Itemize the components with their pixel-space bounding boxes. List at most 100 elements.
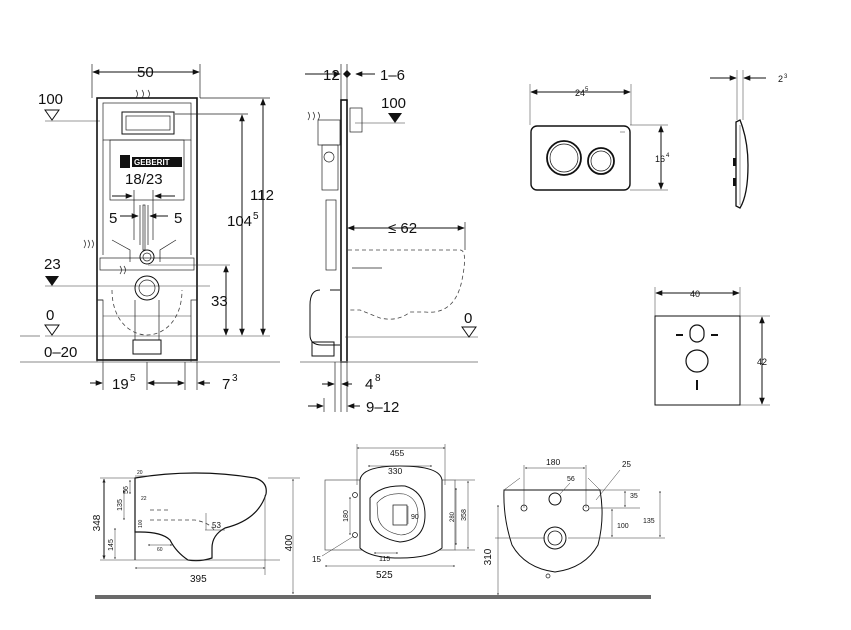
dim-53: 53: [212, 521, 221, 530]
bowl-side-view: 348 145 135 56 20 22 100 60 53 395 400: [92, 470, 300, 595]
dim-135-label: 135: [117, 499, 124, 511]
plate-height-sup: 4: [666, 153, 670, 159]
level-0-label: 0: [46, 307, 54, 324]
pad-drain-hole: [685, 349, 709, 373]
pad-flush-hole: [689, 324, 705, 343]
flush-button-large-ring: [549, 143, 579, 173]
drain-connector-inner: [138, 279, 156, 297]
flush-pipe-side: [325, 199, 337, 271]
dim-small-22: 22: [141, 496, 147, 502]
flush-plate-profile: [735, 119, 749, 209]
dim-height-112-label: 112: [250, 187, 274, 204]
dim-135-label: 135: [643, 518, 655, 525]
dim-525-label: 525: [376, 570, 393, 581]
frame-side-view: 12 1–6 100 ≤ 62 0 4 8: [300, 64, 478, 416]
flush-plate-side: 2 3: [710, 70, 788, 209]
leg-right: [190, 299, 198, 363]
level-marker-open: [44, 324, 60, 336]
water-inlet-icon: [135, 89, 150, 99]
flush-button-small: [587, 147, 615, 175]
bowl-rear-view: 180 56 25 35 100 135 310: [483, 457, 665, 596]
dim-small-60: 60: [157, 547, 163, 553]
geberit-logo: GEBERIT: [120, 155, 182, 168]
flush-opening: [121, 111, 175, 135]
plate-width-sup: 5: [585, 87, 589, 93]
dim-100-label: 100: [617, 523, 629, 530]
dim-395-label: 395: [190, 574, 207, 585]
water-icon: [307, 111, 320, 121]
extension-line: [587, 477, 601, 491]
dim-348-label: 348: [92, 514, 103, 531]
dim-455-label: 455: [390, 448, 404, 458]
dim-15-label: 15: [312, 555, 321, 564]
drain-bend-side: [309, 289, 340, 346]
dim-115-label: 115: [379, 556, 390, 563]
cistern-side-body: [321, 144, 339, 191]
dim-1-6: 1–6: [380, 67, 405, 84]
drain-elbow-side: [311, 341, 335, 357]
rear-drain-inner: [547, 530, 563, 546]
dim-19-5-sup: 5: [130, 373, 136, 384]
dim-width-50: 50: [137, 64, 154, 81]
dim-330-label: 330: [388, 466, 402, 476]
range-0-20: 0–20: [44, 344, 77, 361]
dim-max-62-label: ≤ 62: [388, 220, 417, 237]
water-icon: [119, 265, 126, 275]
dim-400-label: 400: [284, 534, 295, 551]
dim-pipe-spacing: 18/23: [125, 171, 163, 188]
dim-7-3: 7: [222, 376, 230, 393]
valve: [323, 151, 335, 163]
pad-height: 42: [757, 357, 767, 367]
flush-opening-inner: [125, 115, 171, 131]
level-23-label: 23: [44, 256, 61, 273]
frame-side-profile: [340, 99, 348, 363]
bowl-top-view: 455 330 358 280 180 90 115 525 15: [312, 444, 475, 581]
flush-plate-front: 24 5 16 4: [529, 84, 670, 191]
dim-7-3-sup: 3: [232, 373, 238, 384]
mount-hole: [352, 492, 358, 498]
dim-4-8: 4: [365, 376, 373, 393]
cistern-side: [317, 119, 341, 146]
dim-4-8-sup: 8: [375, 373, 381, 384]
rear-drain-outer: [543, 526, 567, 550]
dim-small-100: 100: [138, 519, 144, 528]
dim-180-label: 180: [343, 510, 350, 522]
diamond-marker: [343, 70, 351, 78]
plate-height: 16: [655, 154, 665, 164]
level-marker-open: [461, 326, 477, 338]
plate-clip: [733, 178, 736, 186]
rear-flush-inlet: [548, 492, 562, 506]
dim-56-label: 56: [567, 476, 575, 483]
floor-bar: [95, 595, 651, 599]
dim-90-label: 90: [411, 514, 419, 521]
frame-outline: [96, 97, 198, 361]
plate-clip: [733, 158, 736, 166]
dim-145-label: 145: [108, 539, 115, 551]
dim-310-label: 310: [483, 548, 494, 565]
brand-text: GEBERIT: [134, 158, 170, 167]
level-marker-filled: [388, 113, 402, 123]
water-icon: [83, 239, 94, 249]
dim-19-5: 19: [112, 376, 129, 393]
dim-25-label: 25: [622, 460, 631, 469]
plate-width: 24: [575, 88, 585, 98]
dim-180-label: 180: [546, 457, 560, 467]
dim-small-20: 20: [137, 470, 143, 476]
dim-height-104-label: 104: [227, 213, 252, 230]
dim-height-33-label: 33: [211, 293, 228, 310]
dim-offset-left: 5: [109, 210, 117, 227]
dim-offset-right: 5: [174, 210, 182, 227]
flush-pipe: [142, 204, 146, 251]
extension-line: [503, 477, 521, 491]
bowl-rim-inner: [376, 493, 419, 536]
sound-insulation-pad: 40 42: [654, 287, 770, 406]
leader-line: [321, 535, 355, 557]
crossbar: [99, 257, 195, 271]
drain-elbow: [132, 339, 162, 355]
dim-height-104-sup: 5: [253, 211, 259, 222]
leader-line: [595, 469, 621, 501]
dim-56-label: 56: [123, 486, 130, 494]
mount-hole: [352, 532, 358, 538]
level-marker-open: [44, 109, 60, 121]
